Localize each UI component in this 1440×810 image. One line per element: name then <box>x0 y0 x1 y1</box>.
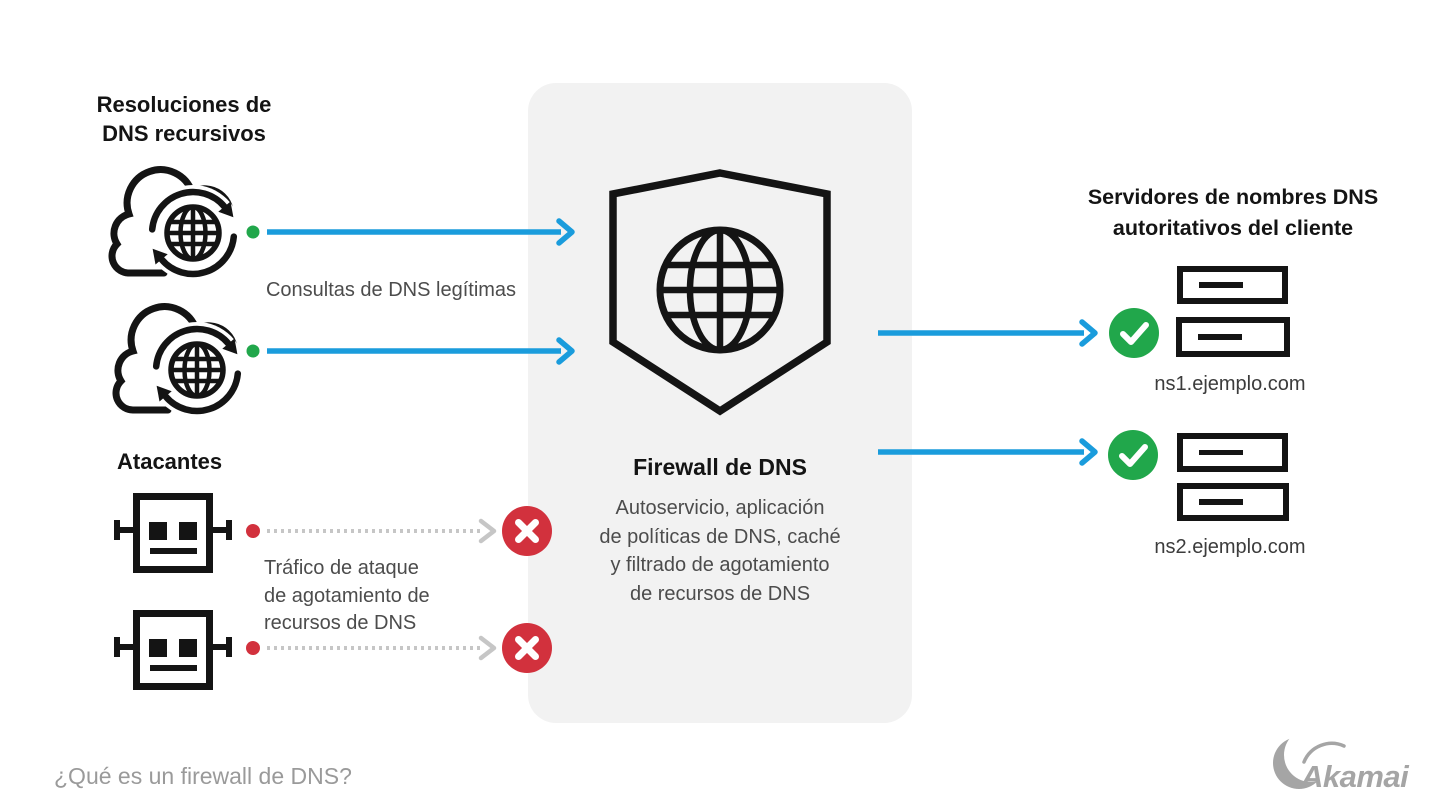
attack-arrow-icon <box>246 635 497 661</box>
x-circle-icon <box>502 506 552 556</box>
server-icon <box>1176 317 1290 357</box>
legitimate-arrow-icon <box>246 218 575 246</box>
firewall-panel <box>528 83 912 723</box>
server-icon <box>1177 483 1289 521</box>
server-light <box>1199 282 1243 288</box>
akamai-logo: Akamai <box>1273 732 1411 794</box>
server-light <box>1198 334 1242 340</box>
server-light <box>1199 449 1243 455</box>
legitimate-queries-label: Consultas de DNS legítimas <box>265 279 517 301</box>
bot-icon <box>114 493 232 573</box>
attackers-title: Atacantes <box>117 449 223 474</box>
server1-hostname: ns1.ejemplo.com <box>1154 373 1306 395</box>
attack-arrow-icon <box>246 518 497 544</box>
allowed-arrow-icon <box>878 319 1098 347</box>
check-circle-icon <box>1108 430 1158 480</box>
recursive-dns-title: Resoluciones de DNS recursivos <box>96 92 272 146</box>
server-light <box>1199 499 1243 505</box>
footer-question: ¿Qué es un firewall de DNS? <box>54 763 352 789</box>
firewall-description: Autoservicio, aplicación de políticas de… <box>599 497 841 605</box>
bot-icon <box>114 610 232 690</box>
akamai-wordmark: Akamai <box>1300 759 1410 794</box>
cloud-sync-globe-icon <box>108 166 241 280</box>
shield-globe-icon <box>609 169 831 416</box>
allowed-arrow-icon <box>878 438 1098 466</box>
legitimate-arrow-icon <box>246 337 575 365</box>
server2-hostname: ns2.ejemplo.com <box>1154 536 1306 558</box>
x-circle-icon <box>502 623 552 673</box>
authoritative-servers-title: Servidores de nombres DNS autoritativos … <box>1087 185 1379 240</box>
cloud-sync-globe-icon <box>112 303 245 417</box>
check-circle-icon <box>1109 308 1159 358</box>
server-icon <box>1177 266 1288 304</box>
server-icon <box>1177 433 1288 472</box>
firewall-title: Firewall de DNS <box>633 454 807 480</box>
attack-traffic-label: Tráfico de ataque de agotamiento de recu… <box>264 557 430 634</box>
